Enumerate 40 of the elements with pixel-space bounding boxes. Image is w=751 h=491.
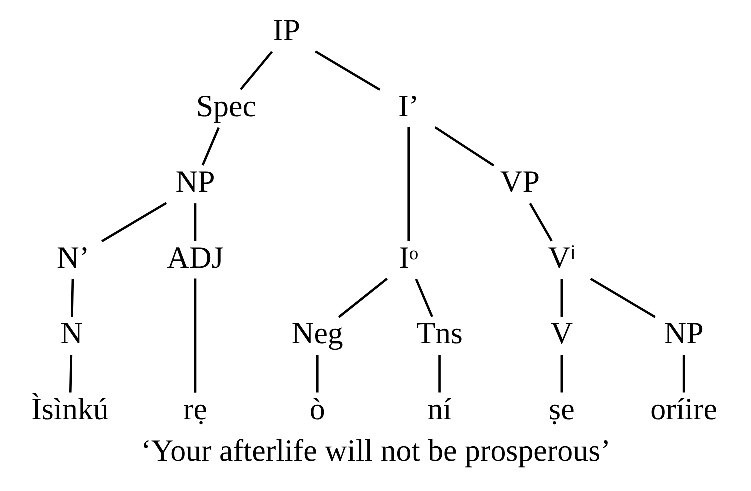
connector [194, 204, 196, 242]
node-text: rẹ [182, 391, 207, 426]
node-text: N [60, 316, 82, 351]
connector [239, 51, 272, 90]
connector [560, 355, 563, 393]
node-text: Neg [291, 316, 343, 351]
node-text: oríire [650, 391, 718, 426]
connector [590, 278, 656, 318]
connector [316, 355, 318, 393]
node-text: NP [175, 164, 215, 200]
node-text: V [550, 316, 573, 351]
connector [314, 50, 380, 92]
node-text: ṣe [548, 391, 574, 426]
connector [101, 202, 167, 243]
connector [528, 203, 552, 242]
caption: ‘Your afterlife will not be prosperous’ [140, 433, 610, 468]
connector [194, 278, 196, 393]
node-text: ò [309, 391, 325, 426]
node-text: Vⁱ [548, 240, 576, 275]
connector [434, 126, 494, 167]
node-text: Tns [416, 316, 462, 351]
node-text: Spec [196, 88, 256, 124]
node-text: N’ [56, 240, 90, 275]
node-text: IP [272, 12, 300, 48]
node-text: ADJ [166, 240, 224, 275]
connector [407, 127, 410, 242]
connector [414, 278, 433, 318]
node-text: Ìsìnkú [31, 391, 108, 426]
connector [438, 355, 440, 393]
node-text: ní [427, 391, 452, 426]
connector [70, 279, 74, 317]
node-text: NP [664, 316, 704, 351]
connector [201, 127, 220, 166]
node-text: VP [500, 164, 540, 200]
connector [338, 278, 388, 318]
connector [68, 355, 72, 393]
node-text: Iᵒ [398, 240, 418, 275]
node-text: I’ [398, 88, 419, 124]
connector [560, 279, 563, 317]
connector [682, 355, 685, 393]
